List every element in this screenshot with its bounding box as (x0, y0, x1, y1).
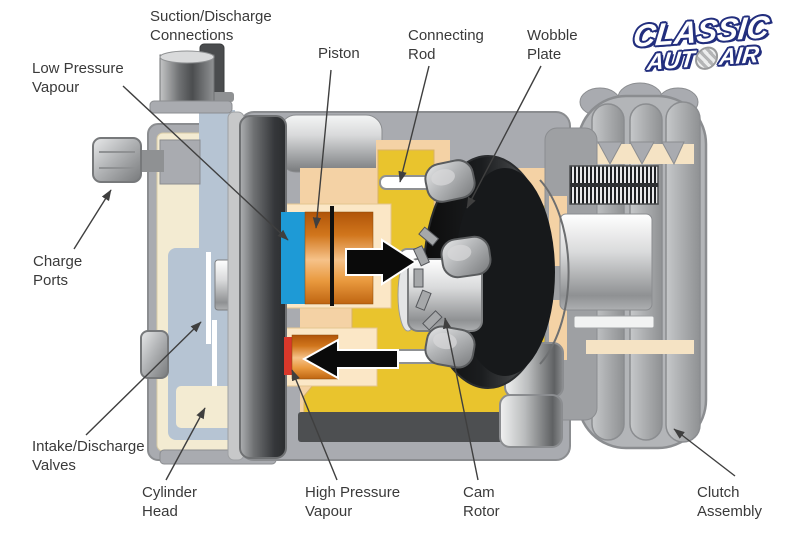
label-clutch-assembly: Clutch Assembly (697, 484, 763, 520)
flow-arrow-left-icon (301, 338, 399, 380)
logo-text-aut: Aut (645, 45, 696, 75)
label-low-pressure-vapour: Low Pressure Vapour (32, 60, 124, 96)
wobble-plate-journals (424, 159, 492, 369)
clutch-assembly-part (499, 82, 708, 450)
flow-arrows (301, 238, 418, 380)
label-piston: Piston (318, 45, 360, 62)
logo-classic-auto-air: Classic Aut Air (620, 9, 783, 75)
label-high-pressure-vapour: High Pressure Vapour (305, 484, 401, 520)
suction-discharge-connections-part (149, 43, 234, 114)
base-plate (298, 412, 560, 442)
label-cam-rotor: Cam Rotor (463, 484, 500, 520)
logo-text-air: Air (718, 40, 761, 70)
high-pressure-vapour-zone (284, 337, 292, 375)
label-charge-ports: Charge Ports (33, 253, 83, 289)
flow-arrow-right-icon (345, 238, 418, 286)
label-cylinder-head: Cylinder Head (142, 484, 198, 520)
low-pressure-vapour-zone (281, 212, 305, 304)
logo-compressor-icon (694, 45, 720, 71)
label-intake-discharge-valves: Intake/Discharge Valves (32, 438, 145, 474)
label-suction-discharge-connections: Suction/Discharge Connections (150, 8, 272, 44)
label-connecting-rod: Connecting Rod (408, 27, 484, 63)
valve-plate-part (227, 111, 287, 461)
label-wobble-plate: Wobble Plate (527, 27, 578, 63)
